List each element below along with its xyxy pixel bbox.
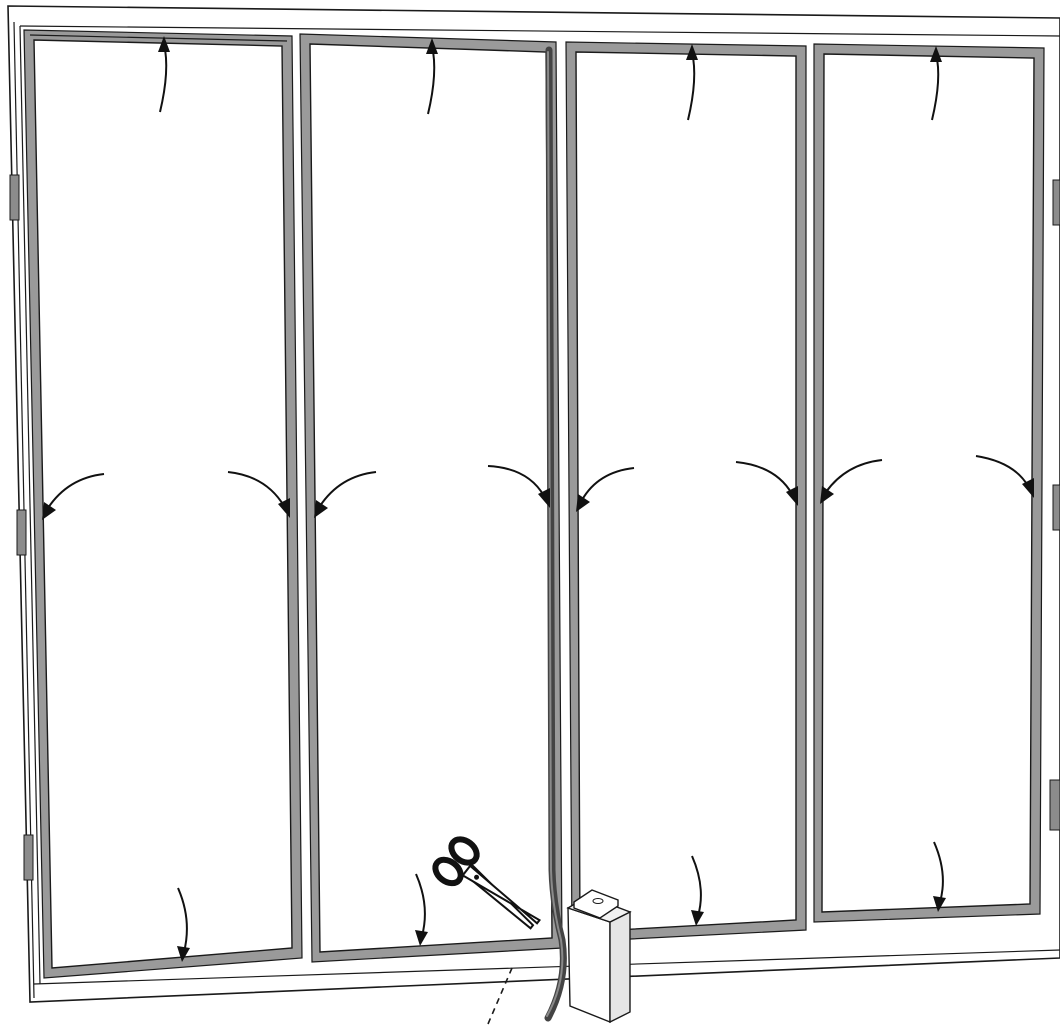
hinge-top-right — [1053, 180, 1060, 225]
hinge-mid-right — [1053, 485, 1060, 530]
panel-1 — [24, 30, 302, 978]
hinge-top-left — [10, 175, 19, 220]
hinge-bottom-right — [1050, 780, 1060, 830]
hinge-mid-left — [17, 510, 26, 555]
panel-3 — [566, 42, 806, 942]
panel-4 — [814, 44, 1044, 922]
seal-package — [568, 890, 630, 1022]
panel-2 — [300, 34, 562, 962]
hinge-bottom-left — [24, 835, 33, 880]
